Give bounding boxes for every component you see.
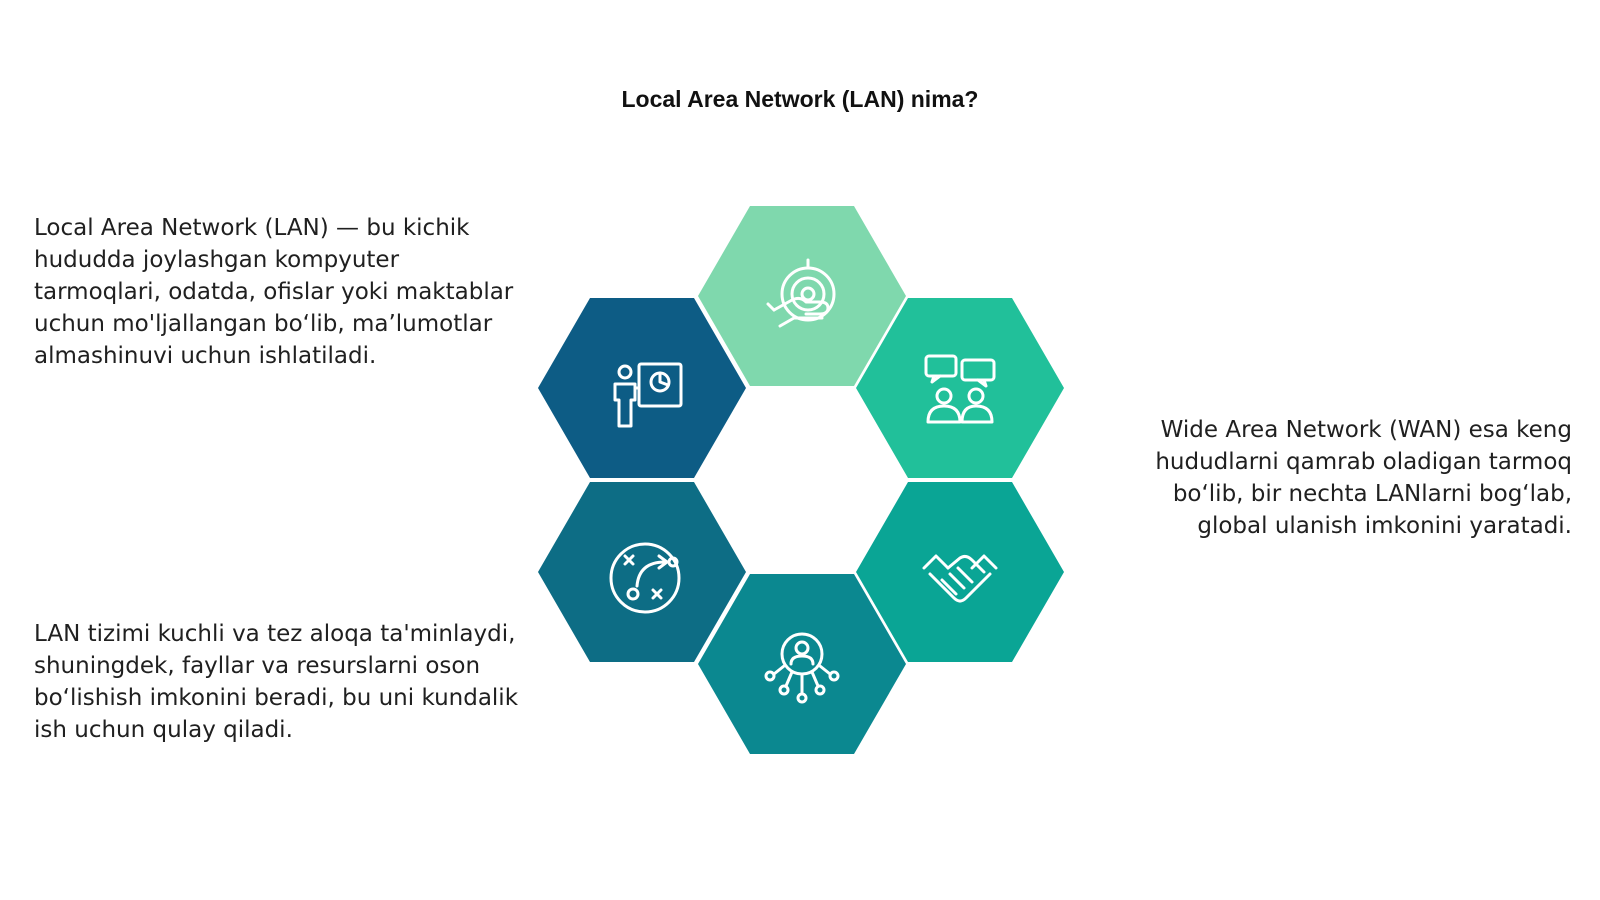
strategy-icon [609,542,681,614]
user-network-icon [764,632,840,704]
chat-people-icon [924,354,996,424]
lan-benefits-text: LAN tizimi kuchli va tez aloqa ta'minlay… [34,621,519,743]
hexagon-upper-left [538,298,746,478]
target-hand-icon [766,258,836,328]
hexagon-bottom [698,574,906,754]
presentation-icon [613,362,683,428]
lan-definition-text: Local Area Network (LAN) — bu kichik hud… [34,215,514,369]
wan-definition-text: Wide Area Network (WAN) esa keng hududla… [1155,417,1572,539]
hexagon-upper-right [856,298,1064,478]
handshake-icon [922,554,998,603]
page-title: Local Area Network (LAN) nima? [621,86,979,112]
